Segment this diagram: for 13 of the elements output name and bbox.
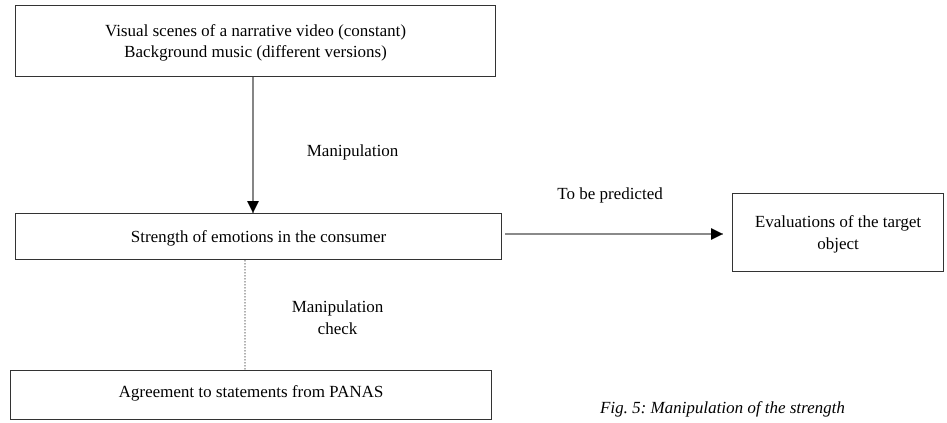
dotted-line — [244, 260, 246, 370]
figure-caption: Fig. 5: Manipulation of the strength — [600, 398, 845, 418]
box-text: Strength of emotions in the consumer — [130, 226, 386, 248]
arrow — [505, 228, 723, 240]
box-text: Agreement to statements from PANAS — [118, 381, 384, 402]
process-box — [15, 213, 502, 260]
arrow — [247, 77, 259, 213]
process-box — [732, 193, 944, 272]
process-box — [15, 5, 496, 77]
box-text: Visual scenes of a narrative video (constant) — [104, 20, 406, 41]
box-text: Evaluations of the target object — [754, 211, 922, 254]
box-text: Background music (different versions) — [124, 41, 387, 62]
process-box — [10, 370, 492, 420]
